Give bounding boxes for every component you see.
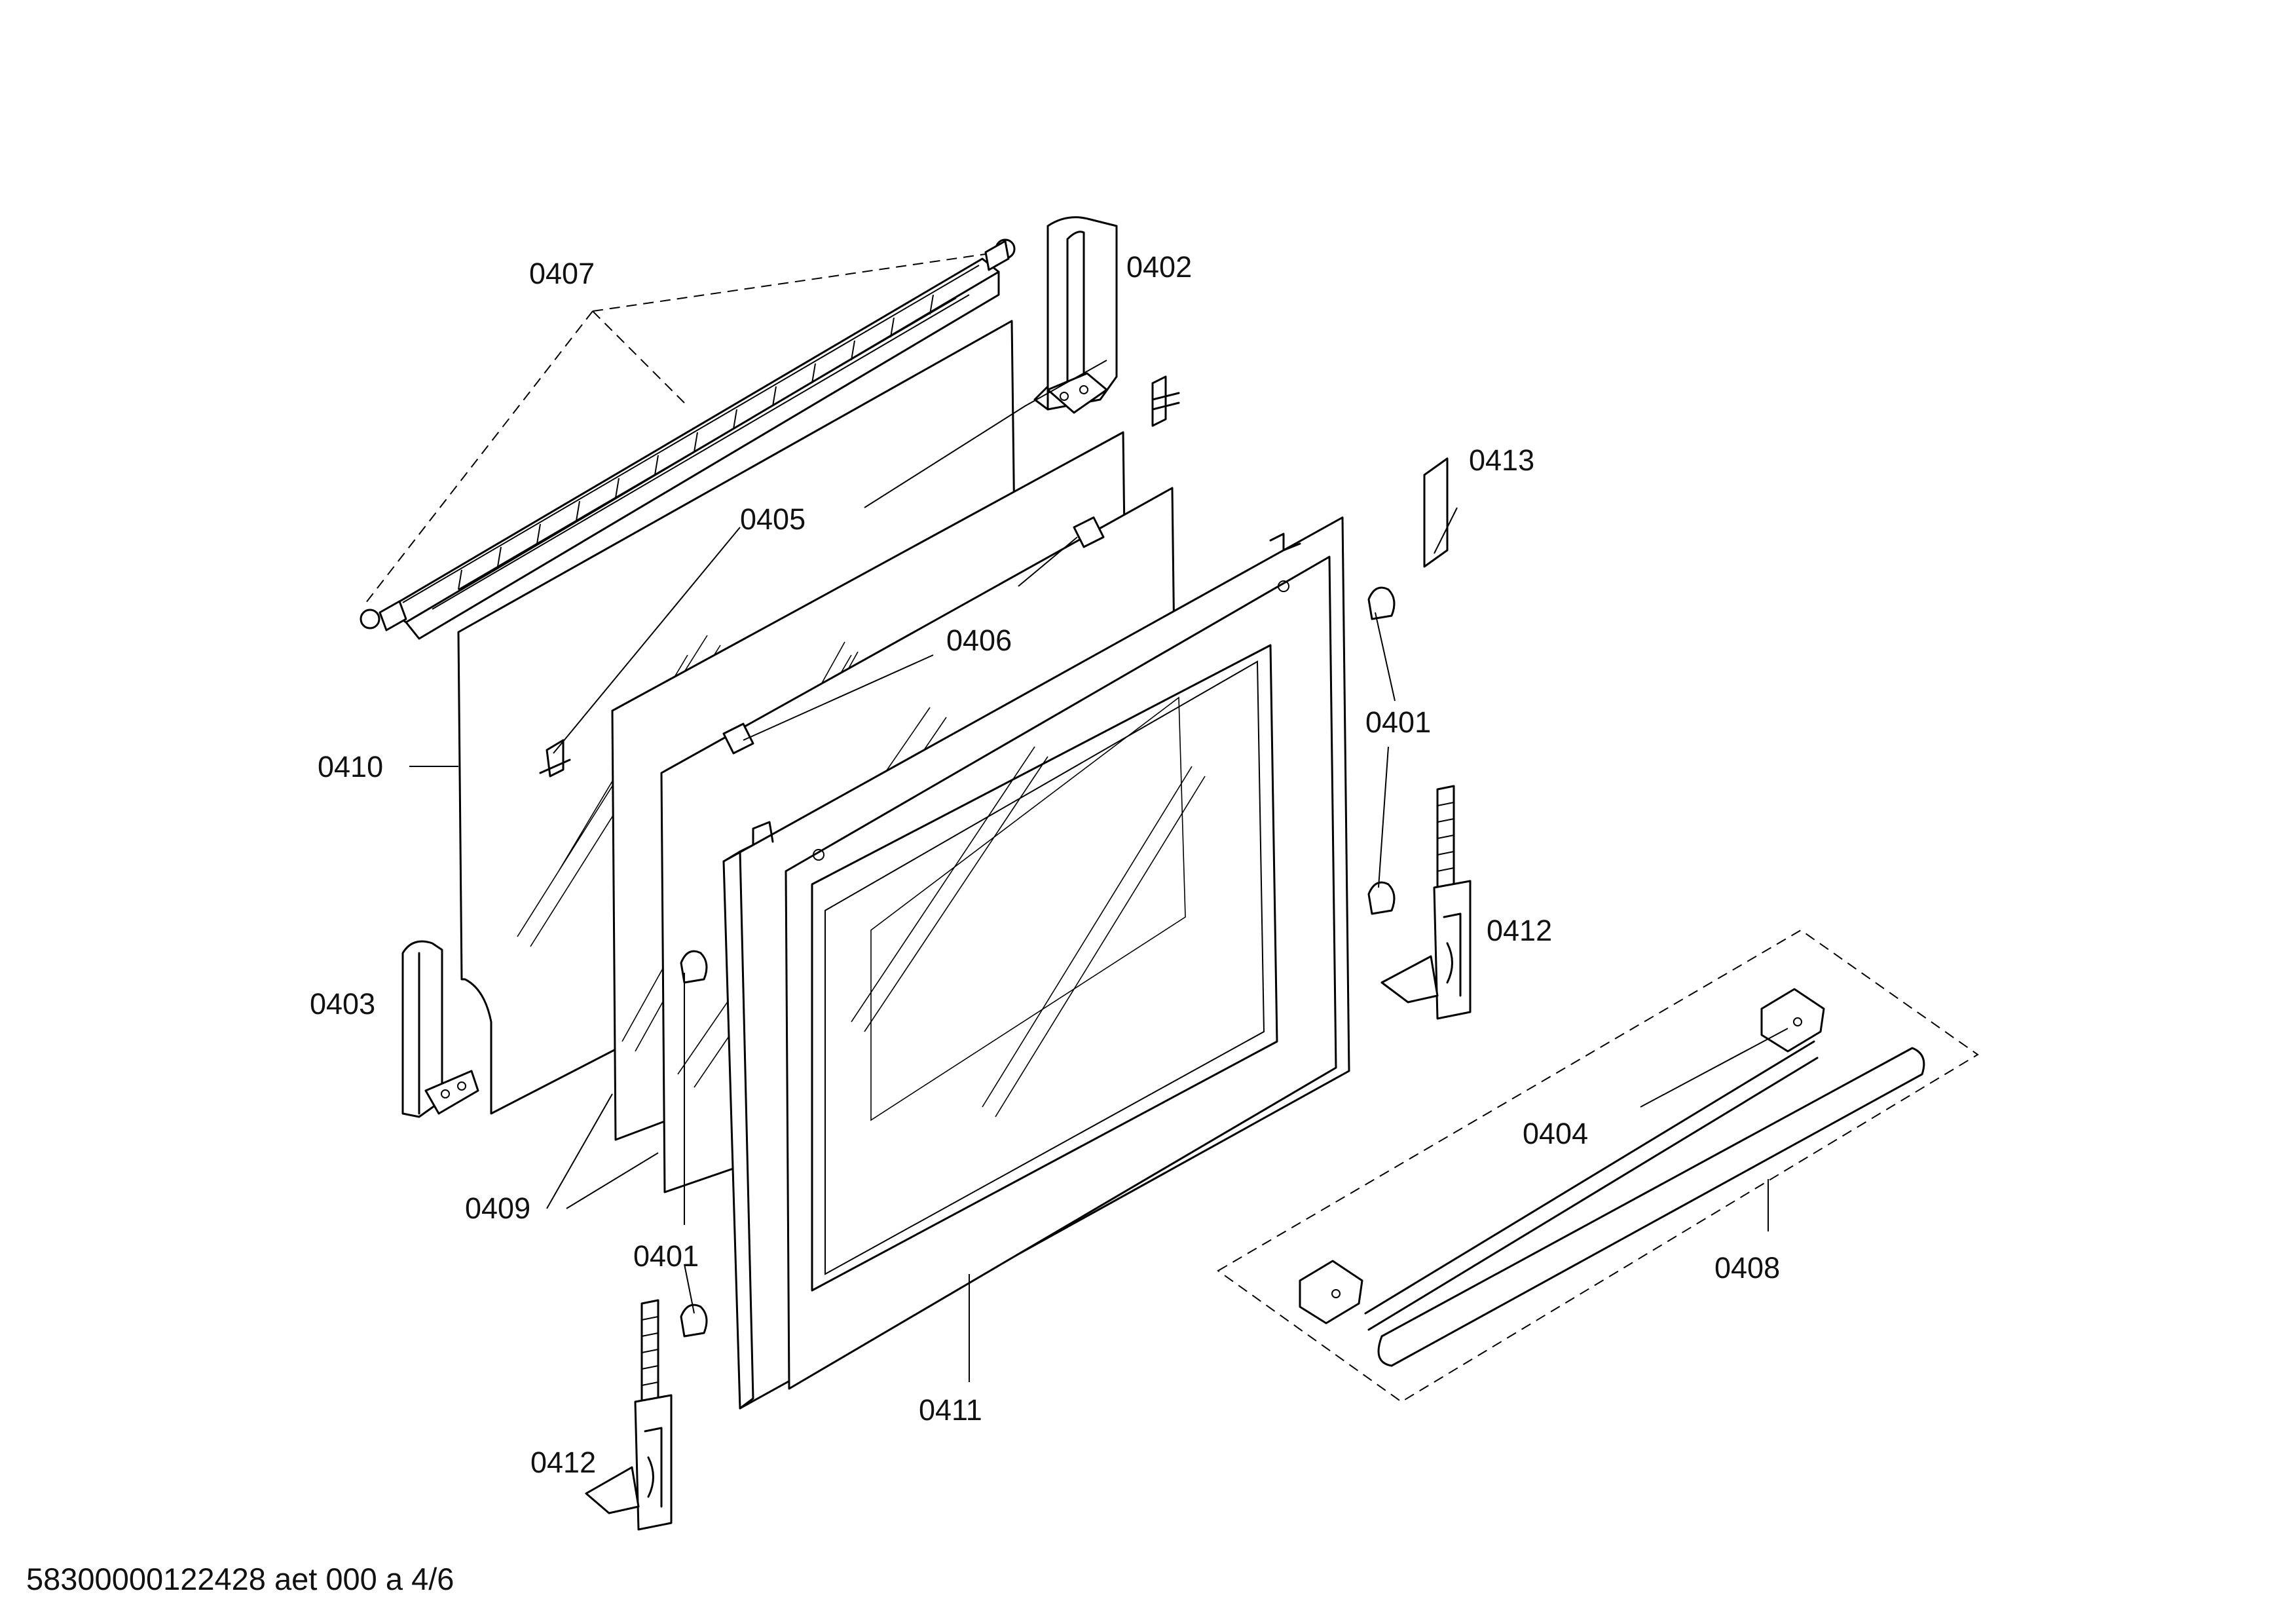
label-0411: 0411 <box>919 1393 982 1427</box>
label-0410: 0410 <box>318 750 384 783</box>
outer-door-panel-0411 <box>722 516 1350 1410</box>
label-0408: 0408 <box>1714 1251 1781 1285</box>
top-strip-0407 <box>360 238 1016 640</box>
label-0407: 0407 <box>529 257 595 290</box>
label-0413: 0413 <box>1469 443 1535 477</box>
leader-lines <box>409 360 1788 1382</box>
label-0412-left: 0412 <box>530 1446 597 1479</box>
label-0409: 0409 <box>465 1192 531 1225</box>
label-0401-left: 0401 <box>633 1239 699 1273</box>
label-0402: 0402 <box>1126 250 1193 284</box>
side-bracket-0403 <box>401 940 479 1118</box>
document-id: 58300000122428 aet 000 a 4/6 <box>26 1562 454 1596</box>
label-0412-right: 0412 <box>1487 914 1553 947</box>
hinge-bushes-0401 <box>680 586 1396 1338</box>
glass-clip-upper <box>1151 375 1180 427</box>
label-0403: 0403 <box>310 987 376 1021</box>
door-handle-0408 <box>1217 929 1979 1403</box>
label-0404: 0404 <box>1523 1117 1589 1150</box>
label-0406: 0406 <box>946 624 1012 657</box>
label-0405: 0405 <box>740 502 806 536</box>
label-0401-right: 0401 <box>1365 705 1432 739</box>
door-hinge-left-0412 <box>585 1299 673 1531</box>
side-bracket-0402 <box>1033 216 1118 414</box>
door-hinge-right-0412 <box>1380 785 1472 1020</box>
